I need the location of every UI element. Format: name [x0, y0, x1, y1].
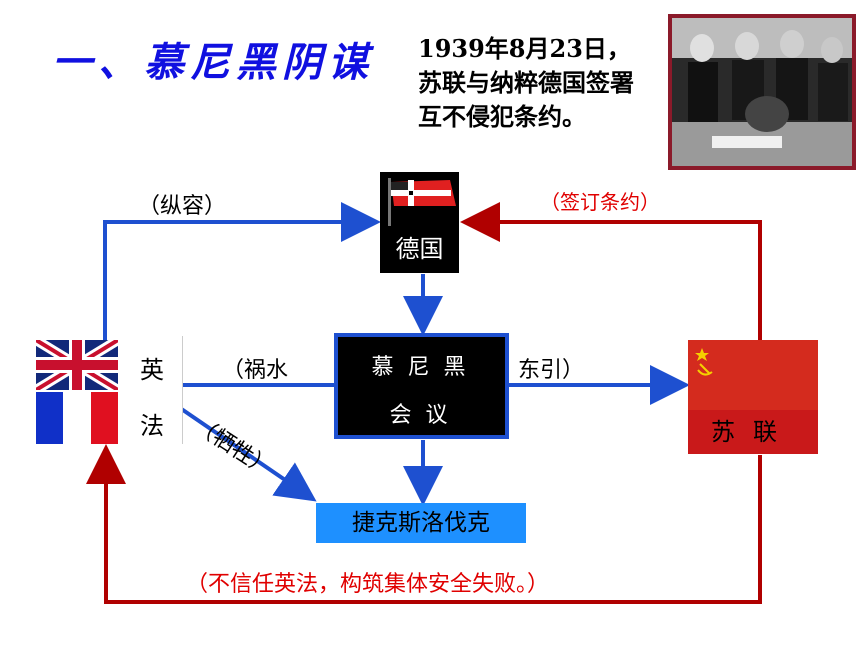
label-collective-fail: （不信任英法，构筑集体安全失败。）	[186, 572, 550, 597]
britain-label: 英	[140, 356, 164, 384]
czechoslovakia-node: 捷克斯洛伐克	[316, 503, 526, 543]
britain-france-node	[118, 336, 183, 444]
historical-photo	[668, 14, 856, 170]
munich-label-line2: 会议	[389, 403, 462, 428]
uk-flag-icon	[33, 335, 121, 395]
label-connive: （纵容）	[138, 194, 227, 219]
arrow-sign-treaty	[460, 202, 762, 340]
munich-conference-node: 慕尼黑 会议	[334, 333, 509, 439]
label-sacrifice: （牺牲）	[189, 413, 277, 482]
label-sign-treaty: （签订条约）	[540, 190, 660, 214]
germany-flag-icon	[388, 178, 456, 226]
ussr-flag-icon	[688, 340, 818, 410]
label-disaster-east-1: （祸水	[222, 358, 289, 383]
intro-text: 1939年8月23日，苏联与纳粹德国签署互不侵犯条约。	[418, 34, 634, 131]
germany-node	[380, 172, 459, 273]
arrow-connive	[103, 202, 381, 340]
france-flag-icon	[36, 392, 118, 444]
page-title: 一、慕尼黑阴谋	[52, 39, 374, 86]
munich-label-line1: 慕尼黑	[371, 355, 480, 380]
label-disaster-east-2: 东引）	[518, 358, 585, 383]
france-label: 法	[140, 412, 164, 440]
photo-illustration	[672, 18, 852, 166]
germany-label: 德国	[395, 235, 444, 263]
ussr-label: 苏联	[688, 410, 818, 454]
